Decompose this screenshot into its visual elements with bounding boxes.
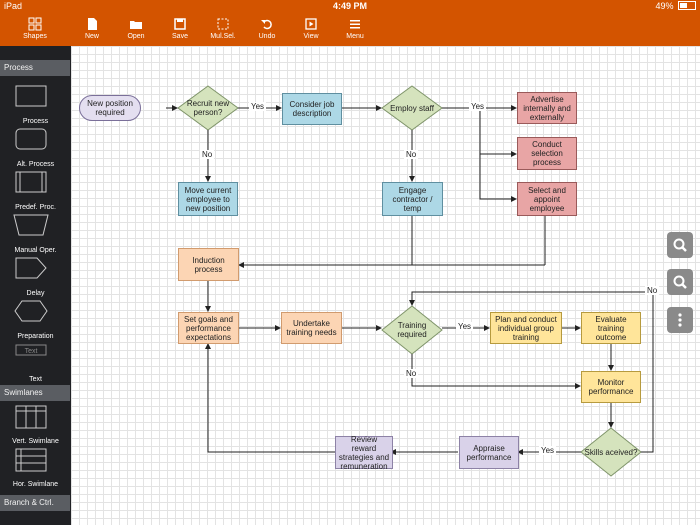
view-label: View: [303, 33, 319, 40]
open-button[interactable]: Open: [113, 16, 159, 44]
shapes-grid-icon: [28, 17, 42, 31]
edge-label-no: No: [200, 150, 215, 159]
battery-percent: 49%: [655, 1, 674, 11]
shape-manual-oper[interactable]: Manual Oper.: [0, 213, 71, 255]
edge-label-no: No: [404, 369, 419, 378]
delay-shape-icon: [15, 257, 47, 279]
menu-button[interactable]: Menu: [332, 16, 378, 44]
zoom-out-button[interactable]: [667, 269, 693, 295]
zoom-in-icon: [673, 238, 687, 252]
multi-select-label: Mul.Sel.: [210, 33, 236, 40]
multi-select-icon: [217, 18, 229, 30]
shape-predef-proc-label: Predef. Proc.: [15, 204, 56, 211]
node-move-current[interactable]: Move current employee to new position: [178, 182, 238, 216]
save-button[interactable]: Save: [157, 16, 203, 44]
preparation-shape-icon: [14, 300, 48, 322]
connectors-layer: [166, 85, 654, 477]
edge-label-yes: Yes: [539, 446, 557, 455]
node-new-position[interactable]: New position required: [79, 95, 141, 121]
shape-delay-label: Delay: [26, 290, 45, 297]
shape-sidebar: Process Process Alt. Process Predef. Pro…: [0, 46, 71, 525]
shape-vert-swimlane[interactable]: Vert. Swimlane: [0, 404, 71, 446]
undo-icon: [261, 19, 272, 30]
node-employ-decision[interactable]: Employ staff: [390, 103, 434, 113]
edge-label-yes: Yes: [249, 102, 267, 111]
node-monitor-performance[interactable]: Monitor performance: [581, 371, 641, 403]
shape-alt-process-label: Alt. Process: [16, 161, 55, 168]
toolbar: Shapes New Open Save Mul.Sel. Undo View …: [0, 14, 700, 46]
zoom-in-button[interactable]: [667, 232, 693, 258]
section-swimlanes[interactable]: Swimlanes: [0, 385, 70, 401]
node-undertake-training[interactable]: Undertake training needs: [281, 312, 342, 344]
node-plan-training[interactable]: Plan and conduct individual group traini…: [490, 312, 562, 344]
node-skills-decision[interactable]: Skills aceived?: [584, 447, 638, 457]
menu-list-icon: [350, 20, 360, 29]
more-options-button[interactable]: [667, 307, 693, 333]
view-button[interactable]: View: [288, 16, 334, 44]
node-conduct-selection[interactable]: Conduct selection process: [517, 137, 577, 170]
edge-label-no: No: [404, 150, 419, 159]
diagram-canvas[interactable]: New position required Recruit new person…: [71, 46, 700, 525]
text-shape-glyph: Text: [25, 348, 38, 355]
node-consider-job[interactable]: Consider job description: [282, 93, 342, 125]
process-shape-icon: [15, 85, 47, 107]
shape-preparation[interactable]: Preparation: [0, 299, 71, 341]
shape-process[interactable]: Process: [0, 84, 71, 126]
shape-text-label: Text: [29, 376, 42, 383]
undo-button[interactable]: Undo: [244, 16, 290, 44]
node-engage-contractor[interactable]: Engage contractor / temp: [382, 182, 443, 216]
save-disk-icon: [174, 18, 186, 30]
node-evaluate-training[interactable]: Evaluate training outcome: [581, 312, 641, 344]
manual-operation-shape-icon: [13, 214, 49, 236]
shape-preparation-label: Preparation: [17, 333, 54, 340]
decision-skills-shape: [580, 427, 642, 477]
vertical-swimlane-icon: [15, 405, 47, 429]
undo-label: Undo: [258, 33, 276, 40]
shape-alt-process[interactable]: Alt. Process: [0, 127, 71, 169]
node-set-goals[interactable]: Set goals and performance expectations: [178, 312, 239, 344]
shape-hor-swimlane-label: Hor. Swimlane: [12, 481, 59, 488]
node-induction[interactable]: Induction process: [178, 248, 239, 281]
menu-label: Menu: [346, 33, 364, 40]
node-advertise[interactable]: Advertise internally and externally: [517, 92, 577, 124]
edge-label-yes: Yes: [456, 322, 474, 331]
status-bar: iPad 4:49 PM 49%: [0, 0, 700, 14]
save-label: Save: [172, 33, 188, 40]
shape-manual-oper-label: Manual Oper.: [14, 247, 57, 254]
shape-predef-proc[interactable]: Predef. Proc.: [0, 170, 71, 212]
section-branch-ctrl[interactable]: Branch & Ctrl.: [0, 495, 70, 511]
clock: 4:49 PM: [332, 1, 367, 11]
predefined-process-shape-icon: [15, 171, 47, 193]
battery-indicator: 49%: [655, 1, 696, 11]
multi-select-button[interactable]: Mul.Sel.: [200, 16, 246, 44]
shape-text[interactable]: Text Text: [0, 342, 71, 384]
alt-process-shape-icon: [15, 128, 47, 150]
battery-icon: [678, 1, 696, 10]
node-review-reward[interactable]: Review reward strategies and remuneratio…: [335, 435, 393, 471]
node-select-appoint[interactable]: Select and appoint employee: [517, 182, 577, 216]
shape-delay[interactable]: Delay: [0, 256, 71, 298]
shape-vert-swimlane-label: Vert. Swimlane: [12, 438, 59, 445]
new-label: New: [84, 33, 99, 40]
open-label: Open: [127, 33, 145, 40]
node-recruit-decision[interactable]: Recruit new person?: [186, 99, 230, 117]
horizontal-swimlane-icon: [15, 448, 47, 472]
edge-label-no: No: [645, 286, 660, 295]
text-shape-icon: Text: [15, 344, 47, 356]
section-process[interactable]: Process: [0, 60, 70, 76]
new-document-icon: [88, 18, 97, 30]
edge-label-yes: Yes: [469, 102, 487, 111]
view-play-icon: [305, 18, 317, 30]
new-button[interactable]: New: [69, 16, 115, 44]
shapes-label: Shapes: [23, 33, 47, 40]
shape-hor-swimlane[interactable]: Hor. Swimlane: [0, 447, 71, 489]
node-appraise-performance[interactable]: Appraise performance: [459, 436, 519, 469]
node-training-decision[interactable]: Training required: [397, 321, 427, 339]
open-folder-icon: [130, 21, 142, 29]
device-label: iPad: [4, 1, 23, 11]
shapes-button[interactable]: Shapes: [12, 16, 58, 44]
shape-process-label: Process: [22, 118, 49, 125]
zoom-out-icon: [673, 275, 687, 289]
more-vertical-icon: [678, 313, 682, 327]
